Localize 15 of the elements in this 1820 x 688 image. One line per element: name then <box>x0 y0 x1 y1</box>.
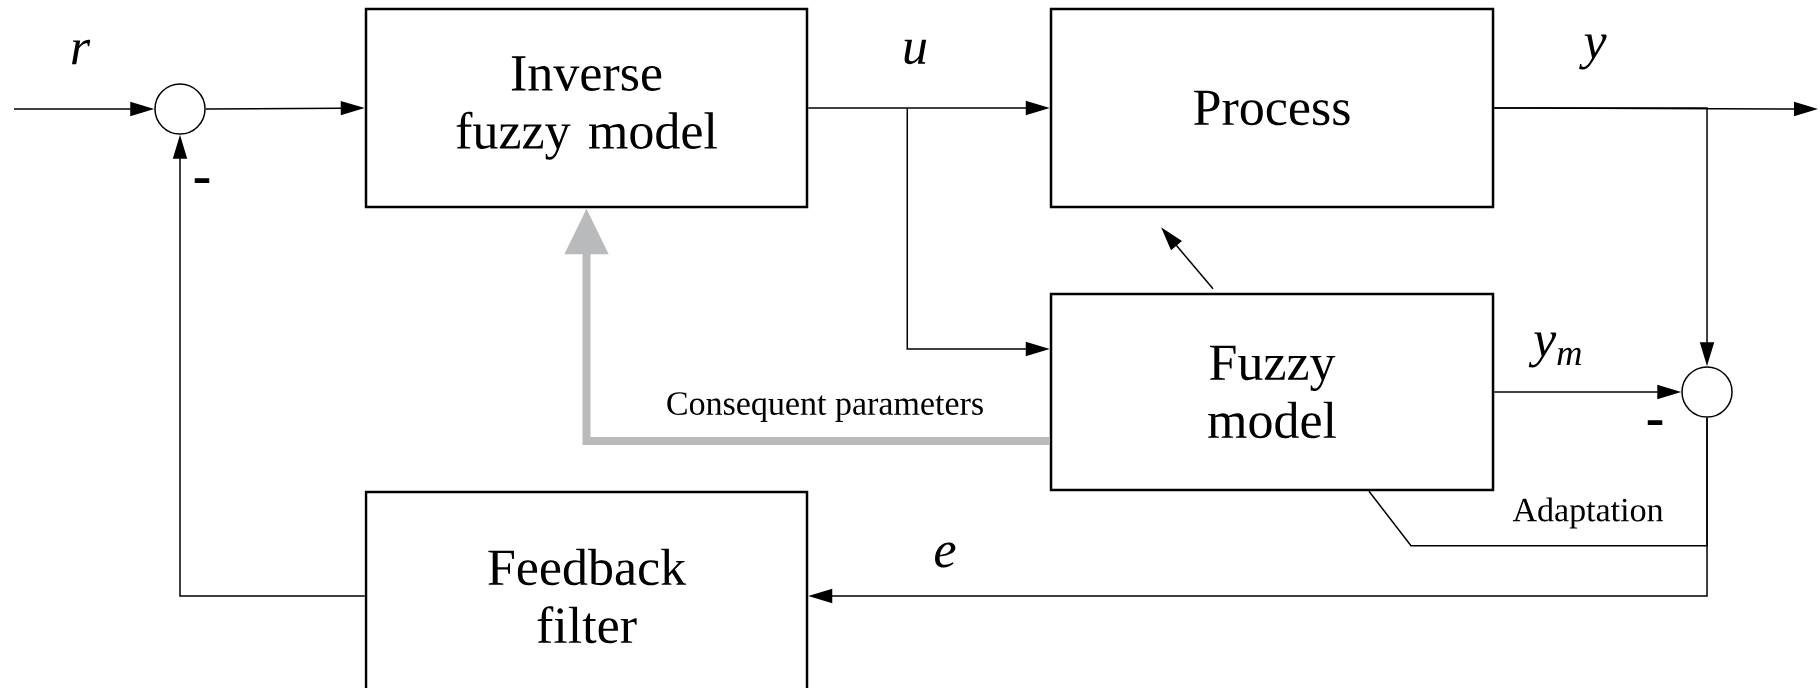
summing-junction <box>154 83 206 135</box>
edge-label: Consequent parameters <box>667 392 983 422</box>
edge-label: y$_{m}$ <box>1528 332 1581 368</box>
edge-label: Adaptation <box>1512 497 1664 529</box>
summing-junction <box>1681 366 1733 418</box>
block-box: Process <box>1049 7 1495 209</box>
block-box: Fuzzy model <box>1049 292 1495 492</box>
minus-sign: - <box>194 178 210 183</box>
edge-label: e <box>935 542 956 568</box>
edge-label: y <box>1579 34 1607 70</box>
block-box: Feedback filter <box>364 490 809 688</box>
minus-sign: - <box>1647 420 1663 425</box>
edge-label: r <box>72 39 91 65</box>
block-box: Inverse fuzzy model <box>364 7 809 209</box>
edge-label: u <box>904 39 927 65</box>
